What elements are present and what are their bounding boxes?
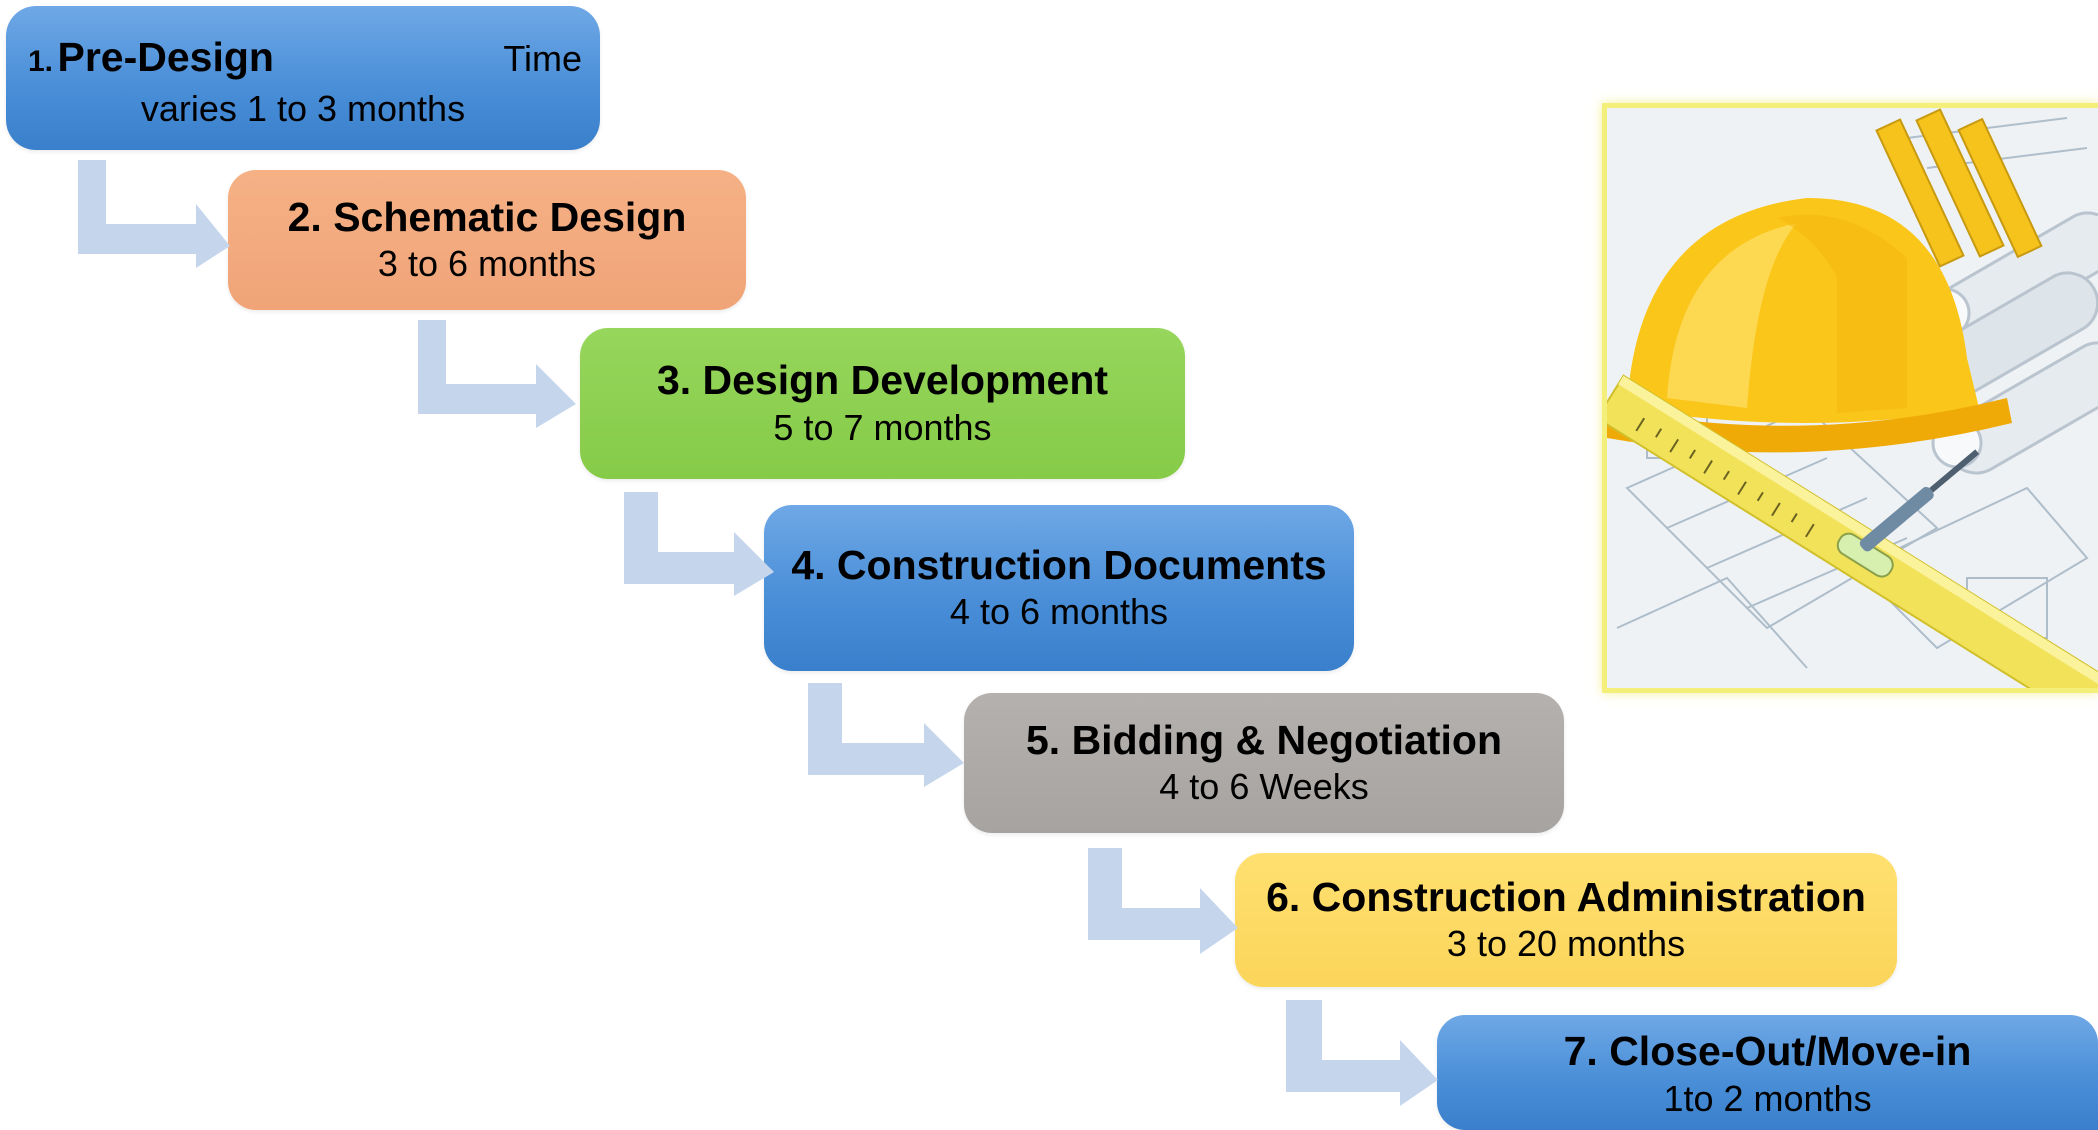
step-construction-administration: 6. Construction Administration 3 to 20 m… — [1235, 853, 1897, 987]
step-duration: 5 to 7 months — [773, 406, 992, 448]
step-schematic-design: 2. Schematic Design 3 to 6 months — [228, 170, 746, 310]
construction-photo — [1602, 103, 2098, 693]
step-duration: 3 to 6 months — [377, 243, 597, 285]
step-pre-design: 1. Pre-Design Time varies 1 to 3 months — [6, 6, 600, 150]
step-title: 4. Construction Documents — [791, 541, 1327, 588]
step-duration: varies 1 to 3 months — [140, 88, 466, 129]
time-label: Time — [503, 38, 582, 79]
hard-hat-and-blueprints-icon — [1607, 108, 2098, 688]
bent-arrow-icon — [808, 683, 964, 787]
bent-arrow-icon — [418, 320, 576, 428]
step-close-out-move-in: 7. Close-Out/Move-in 1to 2 months — [1437, 1015, 2098, 1130]
step-duration: 4 to 6 Weeks — [1159, 766, 1369, 808]
bent-arrow-icon — [1286, 1000, 1438, 1106]
step-duration: 1to 2 months — [1663, 1077, 1872, 1119]
step-number: 1. — [28, 45, 54, 78]
step-title: 7. Close-Out/Move-in — [1563, 1028, 1972, 1075]
step-title: 6. Construction Administration — [1266, 873, 1866, 920]
step-title: 3. Design Development — [656, 357, 1109, 404]
step-duration: 3 to 20 months — [1446, 923, 1686, 965]
bent-arrow-icon — [1088, 848, 1238, 954]
step-title: Pre-Design — [57, 34, 274, 80]
step-duration: 4 to 6 months — [949, 591, 1169, 633]
step-title: 2. Schematic Design — [287, 193, 687, 240]
step-title: 5. Bidding & Negotiation — [1025, 716, 1503, 763]
step-construction-documents: 4. Construction Documents 4 to 6 months — [764, 505, 1354, 671]
bent-arrow-icon — [78, 160, 230, 268]
bent-arrow-icon — [624, 492, 774, 596]
step-bidding-negotiation: 5. Bidding & Negotiation 4 to 6 Weeks — [964, 693, 1564, 833]
step-design-development: 3. Design Development 5 to 7 months — [580, 328, 1185, 479]
